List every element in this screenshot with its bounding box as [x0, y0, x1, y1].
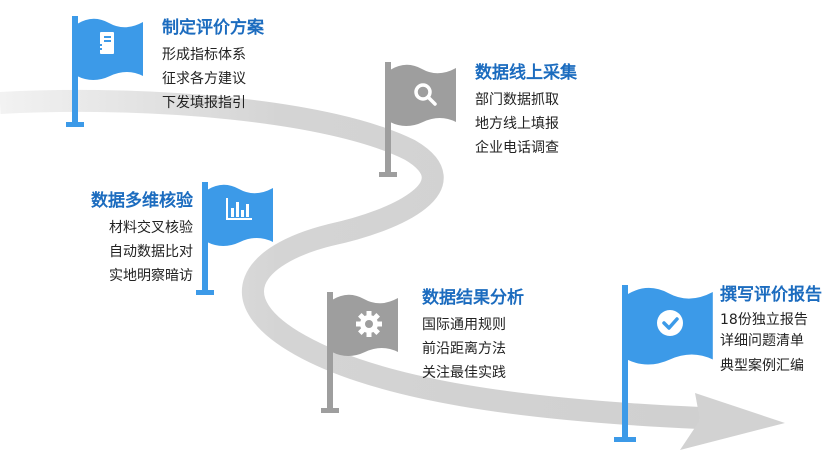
step-title: 制定评价方案 [162, 18, 264, 38]
search-icon [414, 83, 437, 106]
step-4-text: 数据结果分析 国际通用规则 前沿距离方法 关注最佳实践 [422, 287, 524, 385]
step-item: 18份独立报告 [720, 312, 808, 328]
gear-icon [356, 311, 382, 337]
flag-step-3 [196, 182, 273, 295]
bar-chart-icon [226, 198, 252, 220]
step-item: 详细问题清单 [720, 333, 804, 349]
step-item: 实地明察暗访 [109, 268, 193, 284]
step-item: 材料交叉核验 [109, 220, 193, 236]
step-title: 撰写评价报告 [720, 285, 822, 305]
step-title: 数据多维核验 [91, 191, 193, 211]
step-item: 部门数据抓取 [475, 92, 559, 108]
step-title: 数据结果分析 [422, 288, 524, 308]
step-item: 地方线上填报 [475, 116, 559, 132]
flag-step-4 [321, 292, 398, 413]
check-circle-icon [657, 310, 683, 336]
step-5-text: 撰写评价报告 18份独立报告 详细问题清单 典型案例汇编 [720, 284, 822, 380]
flag-step-2 [379, 62, 456, 177]
flag-step-1 [66, 16, 143, 127]
step-title: 数据线上采集 [475, 63, 577, 83]
step-item: 下发填报指引 [162, 95, 246, 111]
step-1-text: 制定评价方案 形成指标体系 征求各方建议 下发填报指引 [162, 17, 264, 115]
road-arrowhead [680, 393, 785, 450]
flag-step-5 [614, 285, 713, 442]
step-2-text: 数据线上采集 部门数据抓取 地方线上填报 企业电话调查 [475, 62, 577, 160]
document-icon [99, 32, 114, 54]
step-item: 征求各方建议 [162, 71, 246, 87]
step-item: 前沿距离方法 [422, 341, 506, 357]
step-3-text: 数据多维核验 材料交叉核验 自动数据比对 实地明察暗访 [91, 190, 193, 288]
step-item: 典型案例汇编 [720, 358, 804, 374]
step-item: 国际通用规则 [422, 317, 506, 333]
step-item: 形成指标体系 [162, 47, 246, 63]
step-item: 关注最佳实践 [422, 365, 506, 381]
road-path [0, 89, 701, 429]
step-item: 自动数据比对 [109, 244, 193, 260]
step-item: 企业电话调查 [475, 140, 559, 156]
